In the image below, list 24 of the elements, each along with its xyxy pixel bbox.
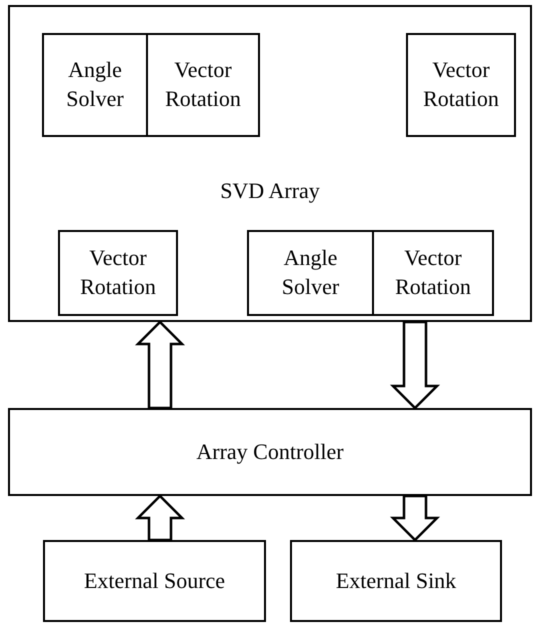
block-arrow: [390, 320, 440, 410]
process-box: [43, 540, 266, 622]
node-label: Vector Rotation: [422, 56, 500, 113]
node-label: Vector Rotation: [394, 244, 472, 301]
container-box: [8, 5, 532, 322]
block-arrow: [390, 494, 440, 542]
node-label: SVD Array: [219, 177, 321, 205]
node-label: Vector Rotation: [164, 56, 242, 113]
block-arrow: [134, 320, 186, 410]
process-box: [406, 33, 516, 137]
process-box: [58, 230, 178, 316]
process-box: [146, 33, 260, 137]
node-label: External Source: [82, 566, 226, 595]
node-label: External Sink: [334, 566, 458, 595]
process-box: [8, 408, 532, 496]
node-label: Vector Rotation: [79, 244, 157, 301]
process-box: [247, 230, 374, 316]
node-label: Array Controller: [195, 438, 345, 466]
node-label: Angle Solver: [280, 244, 340, 301]
process-box: [290, 540, 502, 622]
block-arrow: [134, 494, 186, 542]
process-box: [372, 230, 494, 316]
process-box: [42, 33, 148, 137]
node-label: Angle Solver: [65, 56, 125, 113]
